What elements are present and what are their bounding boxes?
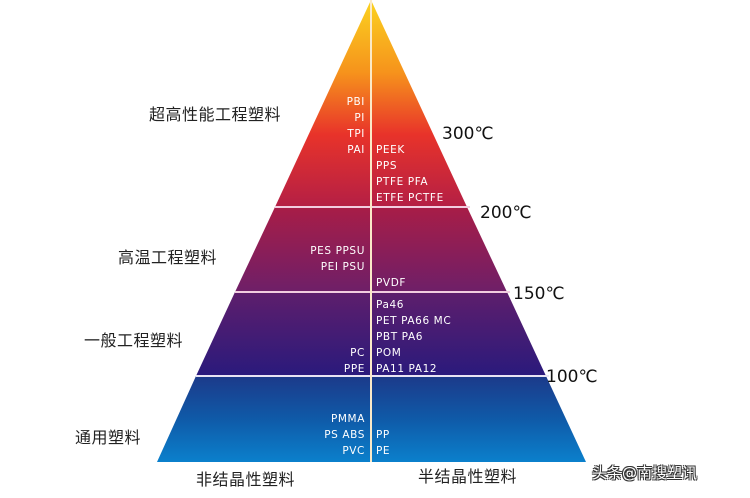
material-item: PVDF [376, 277, 407, 289]
temperature-label-300: 300℃ [442, 124, 494, 144]
material-item: PES PPSU [310, 245, 365, 257]
material-item: PPS [376, 160, 398, 172]
bottom-label-amorphous: 非结晶性塑料 [196, 470, 296, 489]
tier-label-high-temperature: 高温工程塑料 [118, 248, 218, 267]
temperature-label-150: 150℃ [513, 284, 565, 304]
material-item: TPI [347, 128, 365, 140]
tier-label-general-engineering: 一般工程塑料 [84, 331, 184, 350]
material-list-amorphous-tier2: PES PPSU PEI PSU [310, 244, 365, 274]
watermark: 头条@南搜塑讯 [592, 464, 698, 482]
material-item: PBT PA6 [376, 331, 424, 343]
material-item: ETFE PCTFE [376, 192, 444, 204]
material-list-amorphous-tier3: PC PPE [344, 346, 365, 376]
material-item: PA11 PA12 [376, 363, 438, 375]
material-item: PVC [342, 445, 365, 457]
material-item: PPE [343, 363, 365, 375]
material-item: PS ABS [324, 429, 365, 441]
material-item: PMMA [330, 413, 365, 425]
material-item: POM [376, 347, 402, 359]
material-item: PBI [346, 96, 365, 108]
bottom-label-semicrystalline: 半结晶性塑料 [418, 467, 518, 486]
temperature-label-100: 100℃ [546, 367, 598, 387]
tier-label-commodity: 通用塑料 [75, 428, 142, 447]
material-list-semicrystalline-tier2: PVDF [376, 276, 406, 290]
material-list-amorphous-tier4: PMMA PS ABS PVC [324, 412, 365, 458]
material-item: PEI PSU [320, 261, 365, 273]
material-item: Pa46 [376, 299, 405, 311]
material-list-amorphous-tier1: PBI PI TPI PAI [347, 95, 365, 157]
material-item: PAI [347, 144, 365, 156]
material-item: PI [354, 112, 365, 124]
temperature-label-200: 200℃ [480, 203, 532, 223]
material-item: PE [376, 445, 391, 457]
material-list-semicrystalline-tier4: PP PE [376, 428, 390, 458]
material-list-semicrystalline-tier3: Pa46 PET PA66 MC PBT PA6 POM PA11 PA12 [376, 298, 451, 376]
material-item: PC [350, 347, 365, 359]
material-item: PET PA66 MC [376, 315, 452, 327]
material-item: PP [376, 429, 390, 441]
material-item: PEEK [376, 144, 405, 156]
tier-label-super-high-performance: 超高性能工程塑料 [149, 105, 282, 124]
material-item: PTFE PFA [376, 176, 429, 188]
material-list-semicrystalline-tier1: PEEK PPS PTFE PFA ETFE PCTFE [376, 143, 444, 205]
